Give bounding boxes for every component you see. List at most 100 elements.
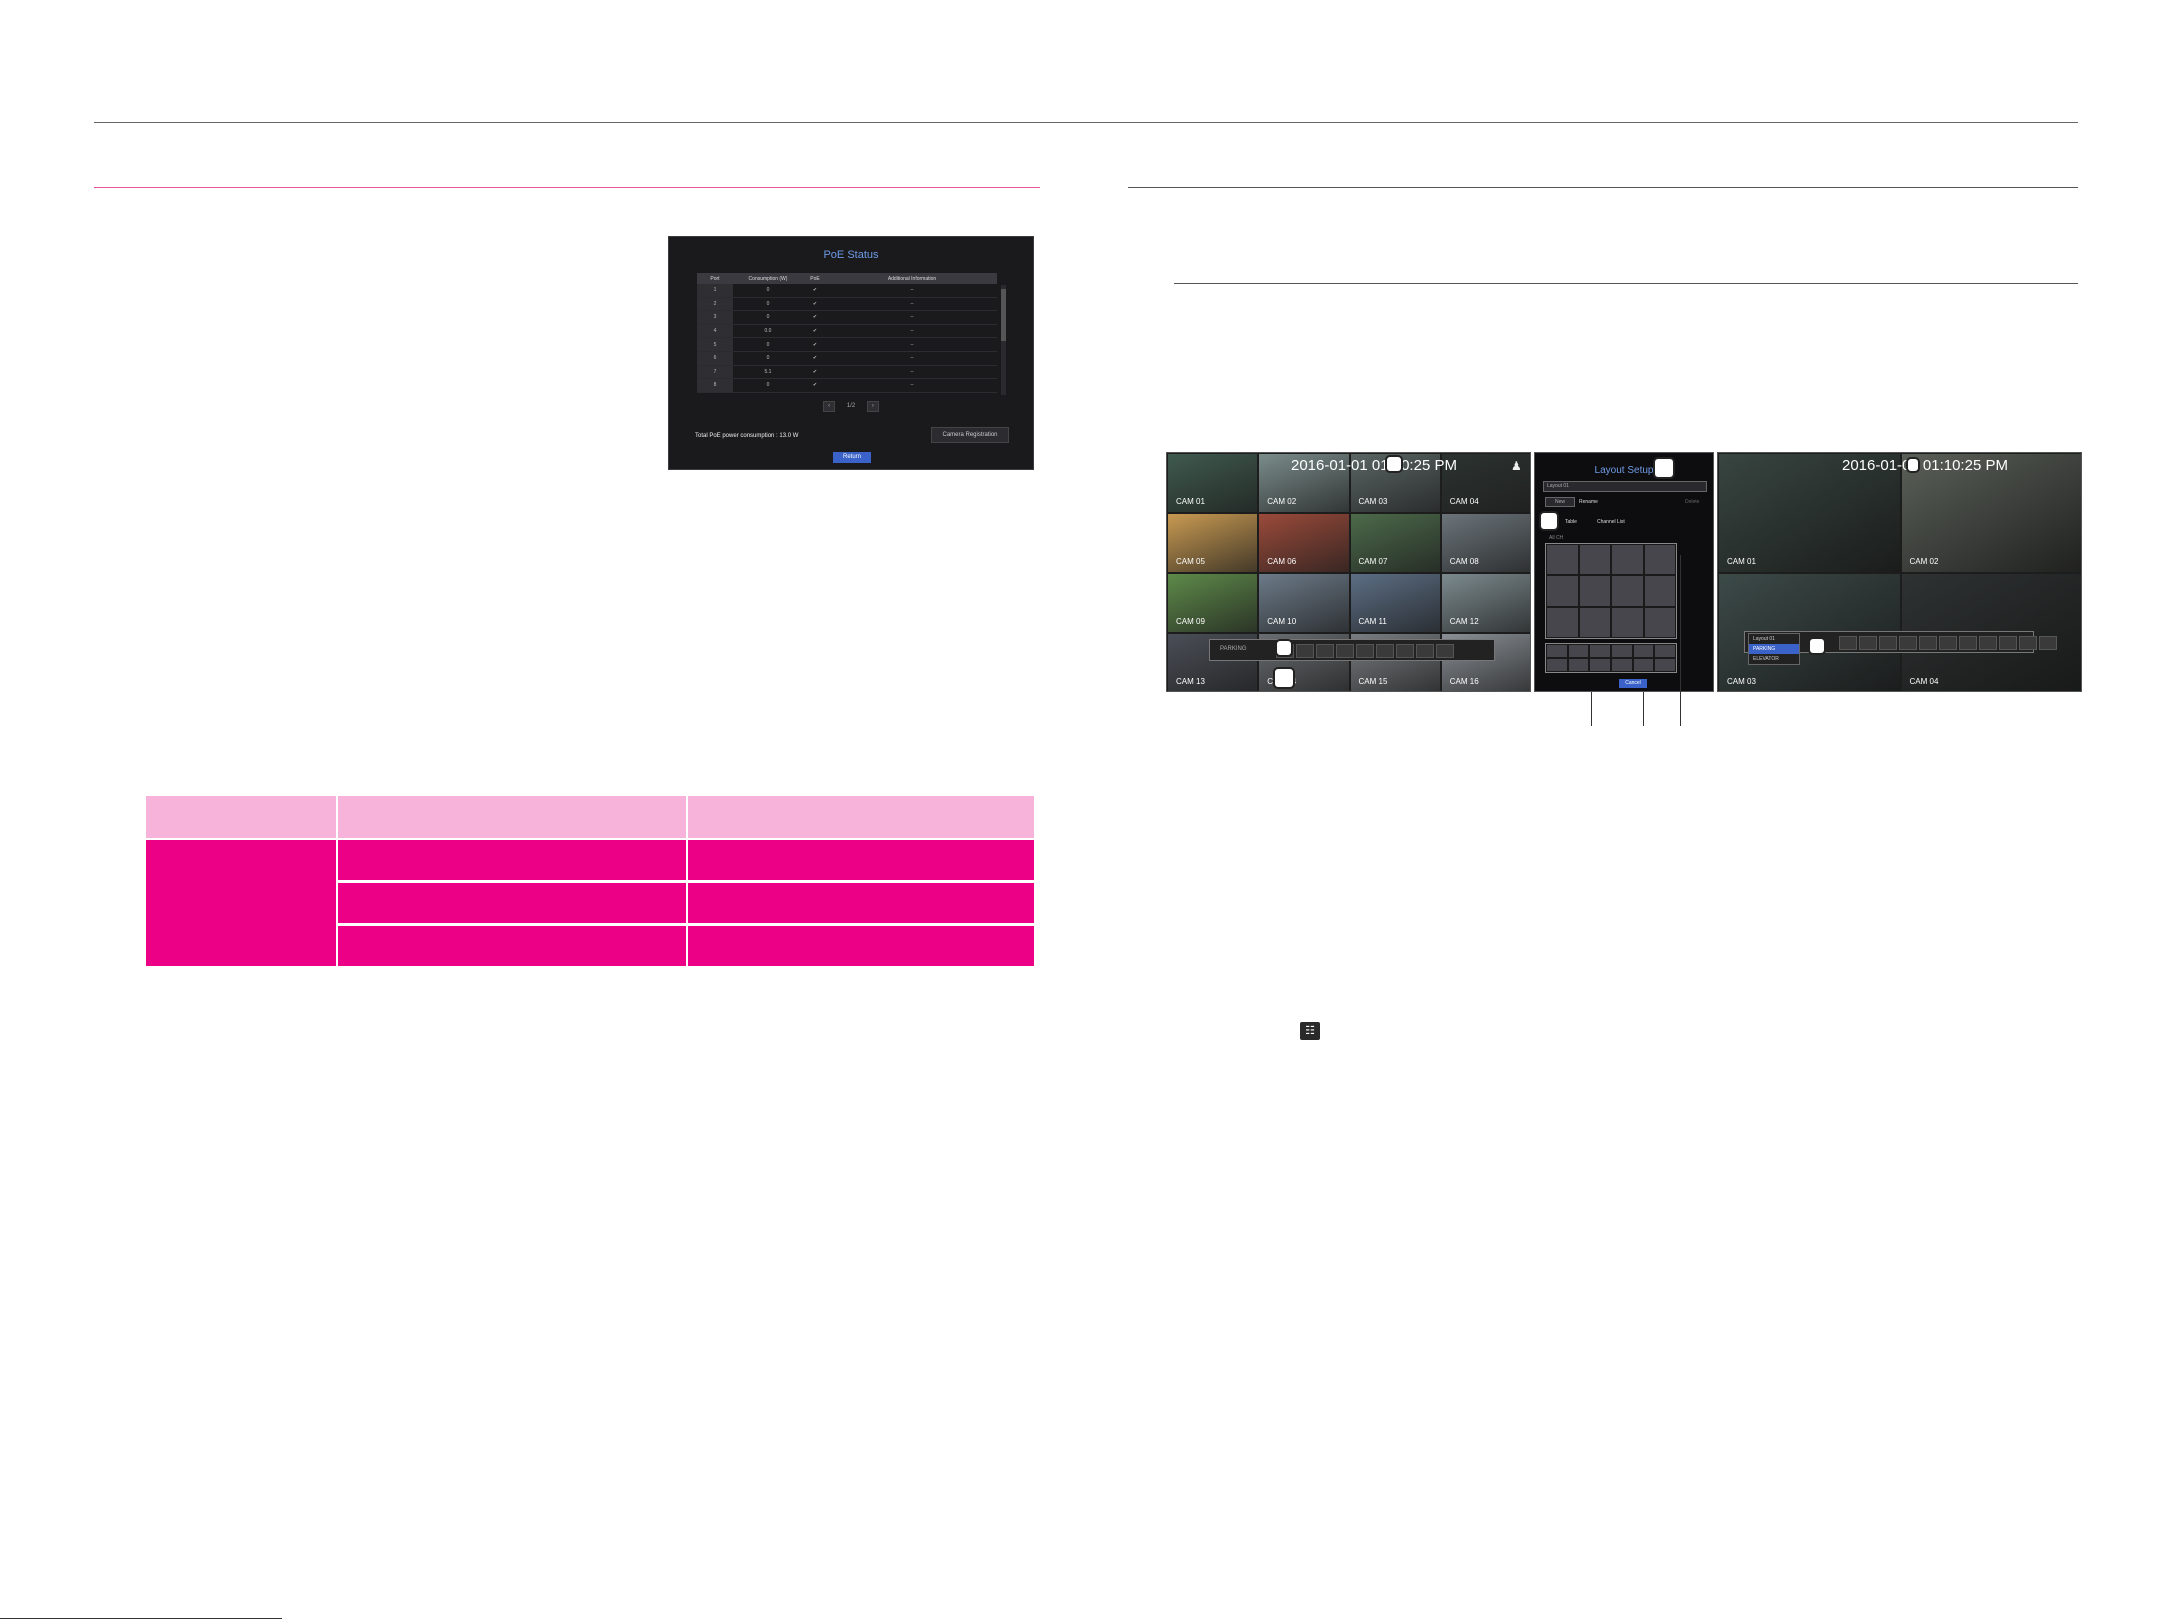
dropdown-option[interactable]: Layout 01 <box>1753 636 1775 642</box>
layout-slot[interactable] <box>2039 636 2057 650</box>
spec-table-cell <box>338 926 686 966</box>
camera-label: CAM 04 <box>1909 677 1939 686</box>
layout-grid-cell[interactable] <box>1546 575 1579 607</box>
layout-slot[interactable] <box>1879 636 1897 650</box>
layout-grid-cell[interactable] <box>1611 644 1633 658</box>
layout-grid[interactable] <box>1545 543 1677 639</box>
camera-tile[interactable]: CAM 10 <box>1258 573 1350 633</box>
spec-table-header-2 <box>338 796 686 838</box>
layout-slot[interactable] <box>1959 636 1977 650</box>
camera-tile[interactable]: CAM 08 <box>1440 513 1530 573</box>
layout-grid-cell[interactable] <box>1589 644 1611 658</box>
layout-grid-cell[interactable] <box>1589 658 1611 672</box>
layout-grid-cell[interactable] <box>1546 658 1568 672</box>
camera-label: CAM 07 <box>1358 557 1388 566</box>
camera-tile[interactable]: CAM 07 <box>1349 513 1441 573</box>
layout-slot[interactable] <box>1859 636 1877 650</box>
layout-slot[interactable] <box>1999 636 2017 650</box>
layout-grid-cell[interactable] <box>1567 644 1590 658</box>
layout-name-field[interactable]: Layout 01 <box>1543 481 1707 492</box>
prev-page-button[interactable]: ‹ <box>823 401 836 412</box>
camera-tile[interactable]: CAM 05 <box>1167 513 1259 573</box>
cell-consumption: 0 <box>733 297 803 312</box>
new-layout-button[interactable]: New <box>1545 497 1575 507</box>
layout-slot[interactable] <box>1336 644 1354 658</box>
cell-poe: ✔ <box>803 365 827 380</box>
return-button[interactable]: Return <box>833 452 871 463</box>
layout-slot[interactable] <box>1839 636 1857 650</box>
camera-tile[interactable]: CAM 12 <box>1440 573 1530 633</box>
camera-tile[interactable]: CAM 02 <box>1258 453 1350 513</box>
layout-name[interactable]: PARKING <box>1220 646 1247 652</box>
col-consumption: Consumption (W) <box>733 273 803 284</box>
camera-tile[interactable]: CAM 02 <box>1900 453 2081 573</box>
camera-tile[interactable]: CAM 04 <box>1440 453 1530 513</box>
layout-grid-cell[interactable] <box>1611 544 1644 576</box>
layout-grid-cell[interactable] <box>1654 658 1676 672</box>
camera-tile[interactable]: CAM 06 <box>1258 513 1350 573</box>
layout-toolbar[interactable]: PARKING <box>1209 639 1495 661</box>
layout-slot[interactable] <box>1416 644 1434 658</box>
camera-tile[interactable]: CAM 09 <box>1167 573 1259 633</box>
cell-consumption: 0 <box>733 310 803 325</box>
layout-slot[interactable] <box>1296 644 1314 658</box>
layout-dropdown[interactable]: Layout 01 PARKING ELEVATOR <box>1748 633 1800 665</box>
layout-grid-cell[interactable] <box>1611 658 1633 672</box>
layout-thumbnail-strip[interactable] <box>1545 643 1677 673</box>
layout-slot[interactable] <box>1939 636 1957 650</box>
layout-setup-title: Layout Setup <box>1594 465 1654 476</box>
layout-grid-cell[interactable] <box>1643 544 1676 576</box>
cell-info: – <box>827 324 997 339</box>
layout-slot[interactable] <box>1356 644 1374 658</box>
camera-tile[interactable]: CAM 01 <box>1718 453 1901 573</box>
layout-grid-cell[interactable] <box>1611 606 1644 638</box>
layout-grid-cell[interactable] <box>1546 606 1579 638</box>
layout-grid-cell[interactable] <box>1643 575 1676 607</box>
tab-channel-list[interactable]: Channel List <box>1597 519 1625 525</box>
delete-button[interactable]: Delete <box>1685 499 1700 505</box>
tab-table[interactable]: Table <box>1565 519 1577 525</box>
layout-grid-cell[interactable] <box>1611 575 1644 607</box>
spec-table-header-1 <box>146 796 336 838</box>
layout-grid-cell[interactable] <box>1632 644 1655 658</box>
layout-slot[interactable] <box>1316 644 1334 658</box>
layout-grid-cell[interactable] <box>1546 544 1579 576</box>
next-page-button[interactable]: › <box>866 401 879 412</box>
camera-registration-button[interactable]: Camera Registration <box>931 427 1009 443</box>
layout-grid-cell[interactable] <box>1567 658 1590 672</box>
layout-grid-cell[interactable] <box>1654 644 1676 658</box>
layout-grid-cell[interactable] <box>1578 544 1611 576</box>
rename-button[interactable]: Rename <box>1579 499 1598 505</box>
spec-table-cell <box>338 883 686 923</box>
layout-slot[interactable] <box>2019 636 2037 650</box>
layout-grid-cell[interactable] <box>1578 575 1611 607</box>
layout-slot[interactable] <box>1376 644 1394 658</box>
layout-slot[interactable] <box>1436 644 1454 658</box>
layout-setup-icon: ☷ <box>1300 1022 1320 1040</box>
dropdown-option-selected[interactable]: PARKING <box>1749 644 1799 654</box>
user-icon[interactable]: ♟ <box>1511 459 1522 473</box>
cancel-button[interactable]: Cancel <box>1619 679 1647 688</box>
layout-grid-cell[interactable] <box>1632 658 1655 672</box>
cell-info: – <box>827 337 997 352</box>
poe-scrollbar[interactable] <box>1001 285 1006 395</box>
layout-grid-cell[interactable] <box>1546 644 1568 658</box>
layout-slot[interactable] <box>1899 636 1917 650</box>
layout-grid-cell[interactable] <box>1643 606 1676 638</box>
all-channels-checkbox[interactable]: All CH <box>1549 535 1564 541</box>
layout-slot[interactable] <box>1396 644 1414 658</box>
layout-slot[interactable] <box>1979 636 1997 650</box>
layout-slot[interactable] <box>1919 636 1937 650</box>
dropdown-option[interactable]: ELEVATOR <box>1753 656 1779 662</box>
camera-tile[interactable]: CAM 01 <box>1167 453 1259 513</box>
camera-tile[interactable]: CAM 11 <box>1349 573 1441 633</box>
layout-grid-cell[interactable] <box>1578 606 1611 638</box>
